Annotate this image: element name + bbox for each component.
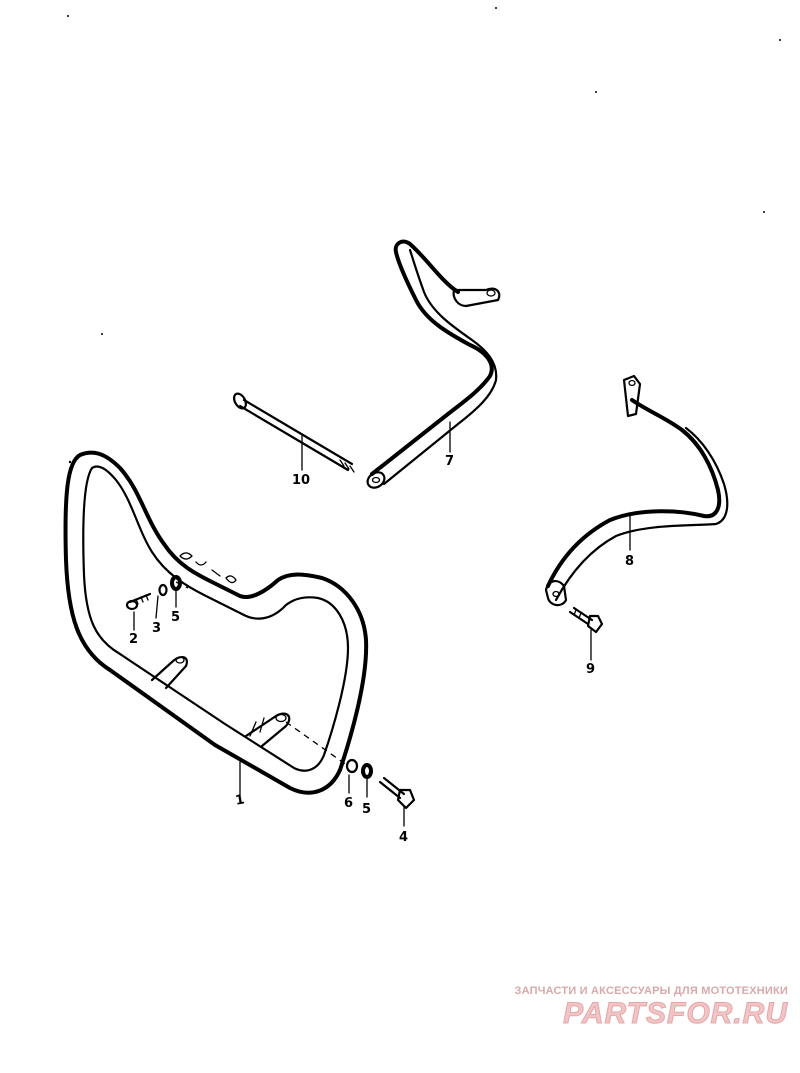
washer-3 [158, 583, 168, 597]
bolt-9 [568, 606, 604, 634]
watermark: ЗАПЧАСТИ И АКСЕССУАРЫ ДЛЯ МОТОТЕХНИКИ PA… [458, 985, 788, 1031]
stay-bar-8 [544, 374, 729, 607]
watermark-logo: PARTSFOR.RU [563, 997, 788, 1031]
stay-bar-7 [366, 239, 501, 489]
watermark-tagline: ЗАПЧАСТИ И АКСЕССУАРЫ ДЛЯ МОТОТЕХНИКИ [514, 985, 788, 997]
callout-1: 1 [234, 792, 246, 808]
callout-9: 9 [586, 662, 595, 677]
nut-5-right [361, 763, 373, 779]
crash-bar-frame [63, 450, 369, 795]
long-bolt-10 [233, 392, 355, 473]
bolt-4 [378, 776, 416, 810]
washer-6 [345, 758, 359, 774]
callout-4: 4 [399, 830, 408, 845]
leader-lines [133, 421, 631, 827]
nut-5-left [170, 575, 182, 591]
callout-3: 3 [152, 621, 161, 636]
scan-specks [67, 7, 781, 464]
bolt-2 [125, 592, 152, 611]
callout-labels: 1 2 3 5 6 5 4 7 8 9 10 [129, 454, 634, 845]
callout-8: 8 [625, 554, 634, 569]
callout-5-left: 5 [171, 610, 180, 625]
callout-10: 10 [292, 473, 310, 488]
callout-5-right: 5 [362, 802, 371, 817]
callout-2: 2 [129, 632, 138, 647]
callout-7: 7 [445, 454, 454, 469]
callout-6: 6 [344, 796, 353, 811]
